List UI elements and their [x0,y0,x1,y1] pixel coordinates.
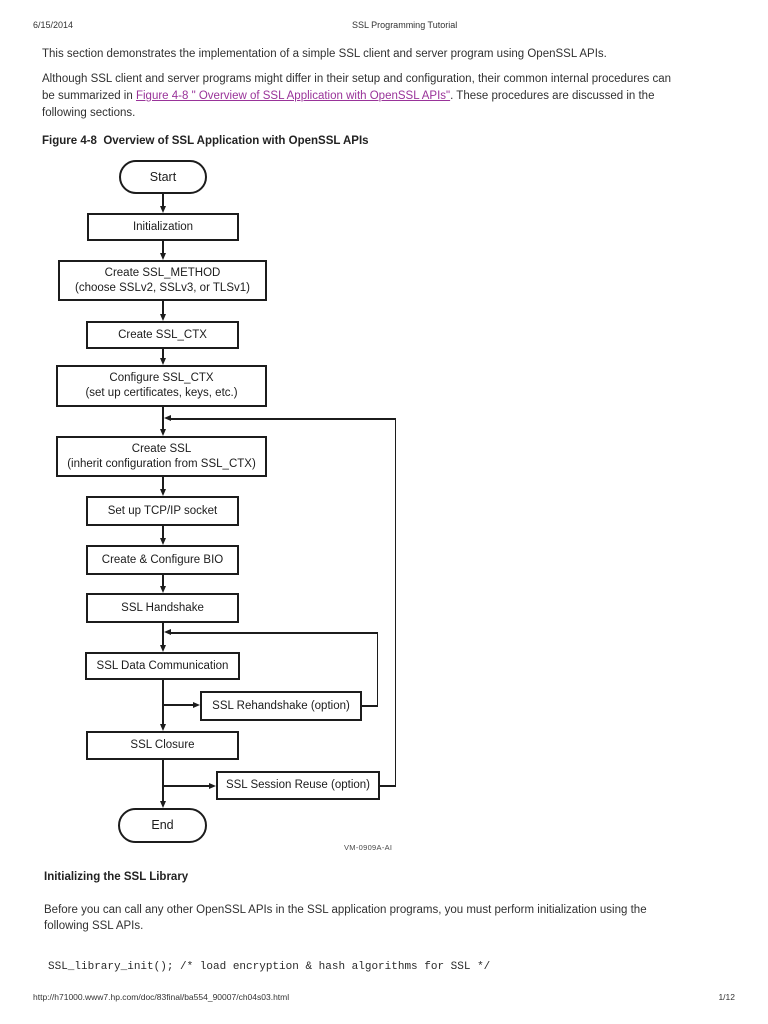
flow-connector [170,632,378,634]
flow-node-ssl-rehandshake: SSL Rehandshake (option) [200,691,362,721]
section-paragraph: Before you can call any other OpenSSL AP… [44,902,754,934]
flow-node-create-ssl-ctx: Create SSL_CTX [86,321,239,349]
arrow-left-icon [164,415,171,422]
footer-url: http://h71000.www7.hp.com/doc/83final/ba… [33,992,290,1002]
arrow-down-icon [159,538,166,545]
node-label: SSL Closure [130,739,195,752]
flow-connector [362,705,378,707]
node-label: Initialization [132,220,194,233]
intro-paragraph-1: This section demonstrates the implementa… [42,48,607,60]
flow-connector [162,760,164,802]
flow-connector [380,785,396,787]
flow-connector [162,575,164,587]
header-title: SSL Programming Tutorial [352,20,458,30]
node-sublabel: (choose SSLv2, SSLv3, or TLSv1) [75,281,250,294]
flow-node-ssl-closure: SSL Closure [86,731,239,760]
arrow-down-icon [159,429,166,436]
flow-node-ssl-handshake: SSL Handshake [86,593,239,623]
flow-node-create-configure-bio: Create & Configure BIO [86,545,239,575]
flow-node-configure-ssl-ctx: Configure SSL_CTX (set up certificates, … [56,365,267,407]
code-snippet: SSL_library_init(); /* load encryption &… [48,961,491,973]
node-label: Create & Configure BIO [101,553,224,566]
flow-connector [162,301,164,315]
flow-node-start: Start [119,160,207,194]
flow-connector [162,623,164,646]
arrow-right-icon [193,701,200,708]
arrow-down-icon [159,801,166,808]
flow-connector [162,477,164,490]
node-sublabel: (inherit configuration from SSL_CTX) [67,457,256,470]
node-label: SSL Handshake [121,601,204,614]
paragraph-text: Before you can call any other OpenSSL AP… [44,904,647,916]
paragraph-text: . These procedures are discussed in the [450,90,655,102]
flow-node-tcp-socket: Set up TCP/IP socket [86,496,239,526]
flow-connector [163,785,210,787]
node-label: Configure SSL_CTX [109,372,214,385]
arrow-down-icon [159,489,166,496]
arrow-down-icon [159,724,166,731]
arrow-down-icon [159,586,166,593]
section-heading: Initializing the SSL Library [44,871,189,883]
figure-caption: Figure 4-8 Overview of SSL Application w… [42,135,369,147]
flow-connector [162,349,164,359]
flow-node-ssl-session-reuse: SSL Session Reuse (option) [216,771,380,800]
flow-connector [162,680,164,725]
flow-connector [162,526,164,539]
arrow-down-icon [159,314,166,321]
arrow-left-icon [164,629,171,636]
arrow-down-icon [159,358,166,365]
flow-node-ssl-data-communication: SSL Data Communication [85,652,240,680]
figure-artwork-id: VM-0909A-AI [344,843,393,852]
node-label: End [151,818,174,833]
footer-page-number: 1/12 [718,992,735,1002]
flow-connector [170,418,396,420]
paragraph-text: following SSL APIs. [44,920,144,932]
flow-node-initialization: Initialization [87,213,239,241]
paragraph-text: be summarized in [42,90,136,102]
paragraph-text: following sections. [42,107,136,119]
node-label: SSL Session Reuse (option) [225,779,371,792]
node-sublabel: (set up certificates, keys, etc.) [85,387,238,399]
intro-paragraph-2: Although SSL client and server programs … [42,71,754,122]
flow-node-end: End [118,808,207,843]
paragraph-text: Although SSL client and server programs … [42,73,672,85]
arrow-down-icon [159,253,166,260]
node-label: SSL Rehandshake (option) [212,699,350,712]
flow-connector [162,407,164,430]
node-label: SSL Data Communication [96,659,229,672]
flow-connector [376,633,379,706]
flow-connector [394,419,397,786]
node-label: Create SSL_METHOD [104,266,221,279]
flow-connector [163,704,194,706]
figure-4-8-link[interactable]: Figure 4-8 " Overview of SSL Application… [135,90,451,102]
header-date: 6/15/2014 [33,20,74,30]
flow-connector [162,194,164,207]
node-label: Create SSL [131,442,192,455]
flow-connector [162,241,164,254]
node-label: Create SSL_CTX [118,328,207,341]
arrow-down-icon [159,645,166,652]
arrow-right-icon [209,782,216,789]
node-label: Start [149,169,177,184]
arrow-down-icon [159,206,166,213]
flow-node-create-ssl: Create SSL (inherit configuration from S… [56,436,267,477]
node-label: Set up TCP/IP socket [107,504,218,517]
flow-node-create-ssl-method: Create SSL_METHOD (choose SSLv2, SSLv3, … [58,260,267,301]
